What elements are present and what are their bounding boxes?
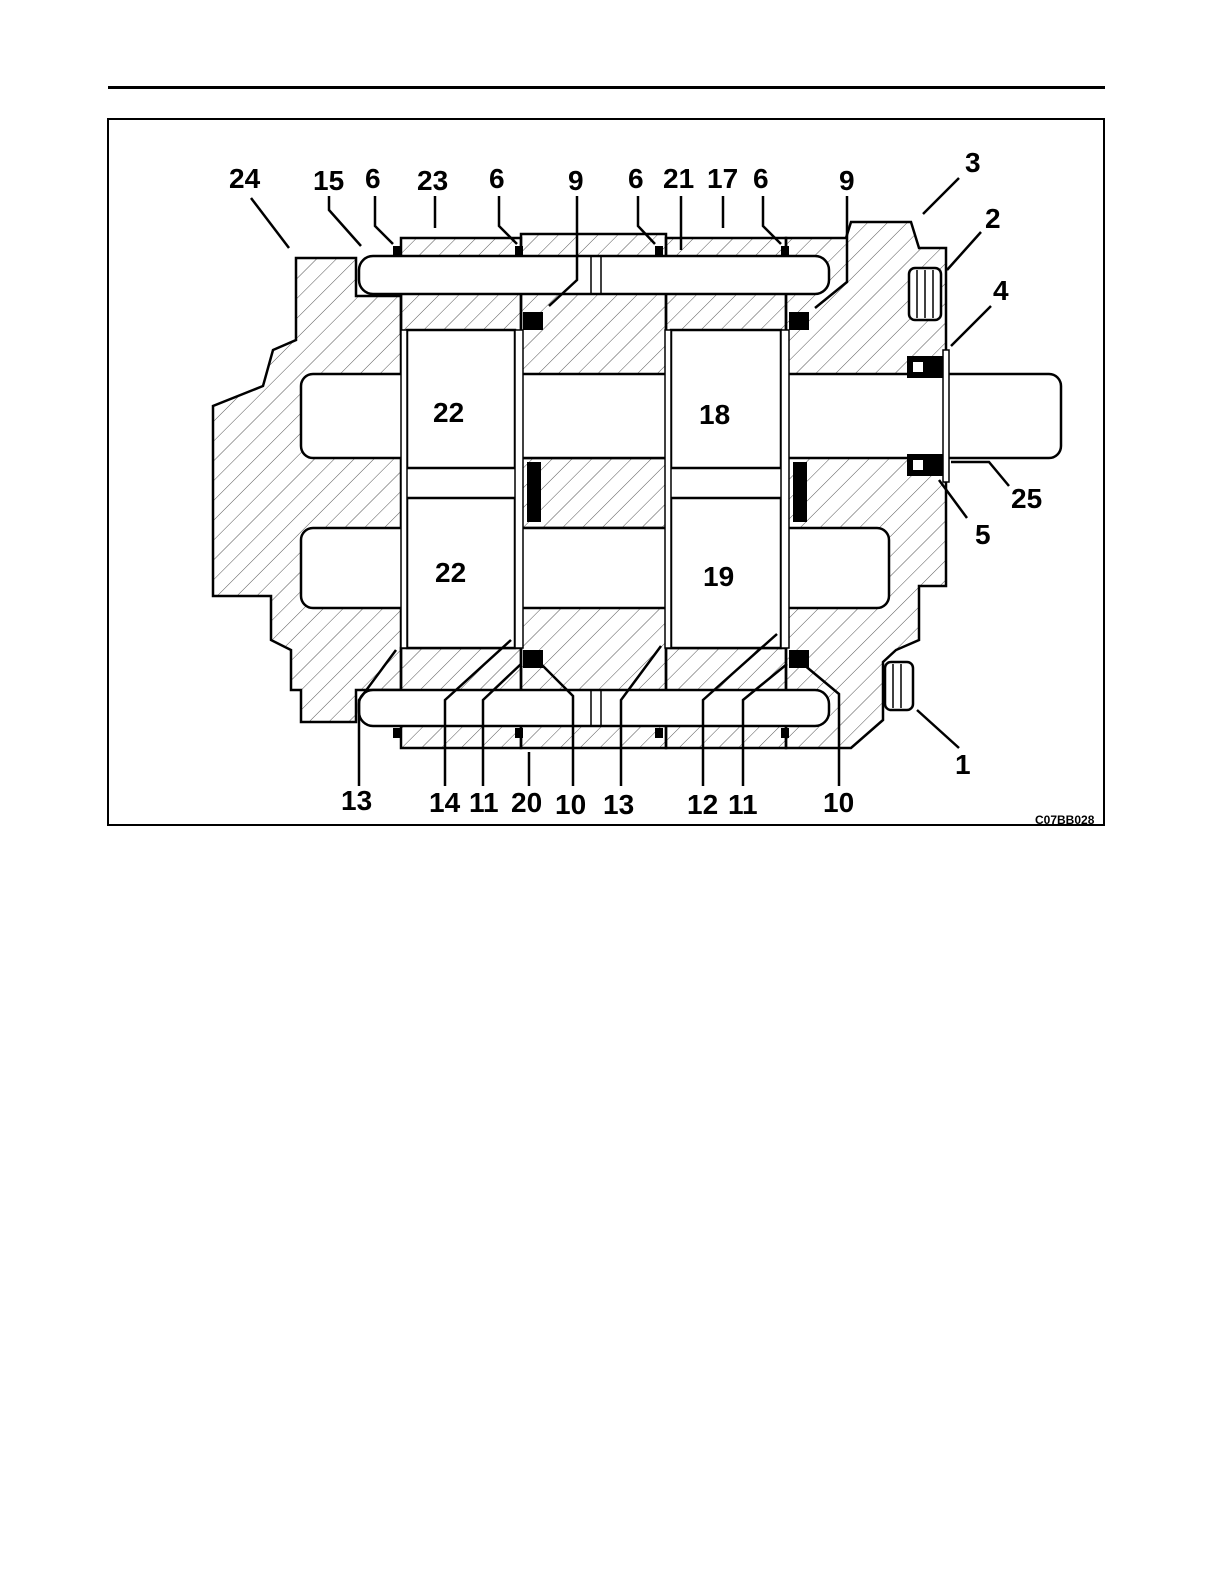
o-ring-6-a xyxy=(393,246,401,256)
retaining-ring-25 xyxy=(943,350,949,482)
callout-4: 4 xyxy=(993,275,1009,306)
seal-9-left xyxy=(523,312,543,330)
callout-25: 25 xyxy=(1011,483,1042,514)
lower-through-bolt xyxy=(359,690,829,726)
callout-20: 20 xyxy=(511,787,542,818)
shaft-seal-bottom xyxy=(907,454,943,476)
seal-10-left xyxy=(523,650,543,668)
wear-plate-right-a xyxy=(665,330,671,648)
pump-diagram: 22 22 18 19 24 15 6 23 6 9 6 xyxy=(109,120,1103,824)
o-ring-6-c xyxy=(655,246,663,256)
callout-11-a: 11 xyxy=(469,787,499,818)
wear-plate-right-b xyxy=(781,330,789,648)
callout-9-b: 9 xyxy=(839,165,855,196)
callout-3: 3 xyxy=(965,147,981,178)
gear-label-bottom-left: 22 xyxy=(435,557,466,588)
gear-label-bottom-right: 19 xyxy=(703,561,734,592)
front-cover-body xyxy=(213,258,401,722)
callout-15: 15 xyxy=(313,165,344,196)
o-ring-6-b xyxy=(515,246,523,256)
o-ring-6-d xyxy=(781,246,789,256)
callout-9-a: 9 xyxy=(568,165,584,196)
header-rule xyxy=(108,86,1105,89)
callout-11-b: 11 xyxy=(728,789,758,820)
callout-6-b: 6 xyxy=(489,163,505,194)
callout-21: 21 xyxy=(663,163,694,194)
port-plug-1 xyxy=(885,662,913,710)
seal-middle-left xyxy=(527,462,541,522)
callout-14: 14 xyxy=(429,787,461,818)
callout-17: 17 xyxy=(707,163,738,194)
driven-shaft xyxy=(301,528,889,608)
callout-13-b: 13 xyxy=(603,789,634,820)
callout-23: 23 xyxy=(417,165,448,196)
callout-1: 1 xyxy=(955,749,971,780)
wear-plate-left-a xyxy=(401,330,407,648)
o-ring-6-e xyxy=(393,728,401,738)
gear-label-top-right: 18 xyxy=(699,399,730,430)
gear-label-top-left: 22 xyxy=(433,397,464,428)
seal-middle-right xyxy=(793,462,807,522)
callout-2: 2 xyxy=(985,203,1001,234)
upper-through-bolt xyxy=(359,256,829,294)
o-ring-6-h xyxy=(781,728,789,738)
callout-5: 5 xyxy=(975,519,991,550)
o-ring-6-g xyxy=(655,728,663,738)
callout-24: 24 xyxy=(229,163,261,194)
callout-6-a: 6 xyxy=(365,163,381,194)
pump-cross-section-figure: 22 22 18 19 24 15 6 23 6 9 6 xyxy=(107,118,1105,826)
o-ring-6-f xyxy=(515,728,523,738)
callout-13-a: 13 xyxy=(341,785,372,816)
callout-6-c: 6 xyxy=(628,163,644,194)
center-plate-middle xyxy=(521,458,666,528)
shaft-seal-top xyxy=(907,356,943,378)
callout-10-b: 10 xyxy=(823,787,854,818)
seal-9-right xyxy=(789,312,809,330)
callout-6-d: 6 xyxy=(753,163,769,194)
figure-code: C07BB028 xyxy=(1035,813,1095,824)
callout-12: 12 xyxy=(687,789,718,820)
callout-10-a: 10 xyxy=(555,789,586,820)
wear-plate-left-b xyxy=(515,330,523,648)
